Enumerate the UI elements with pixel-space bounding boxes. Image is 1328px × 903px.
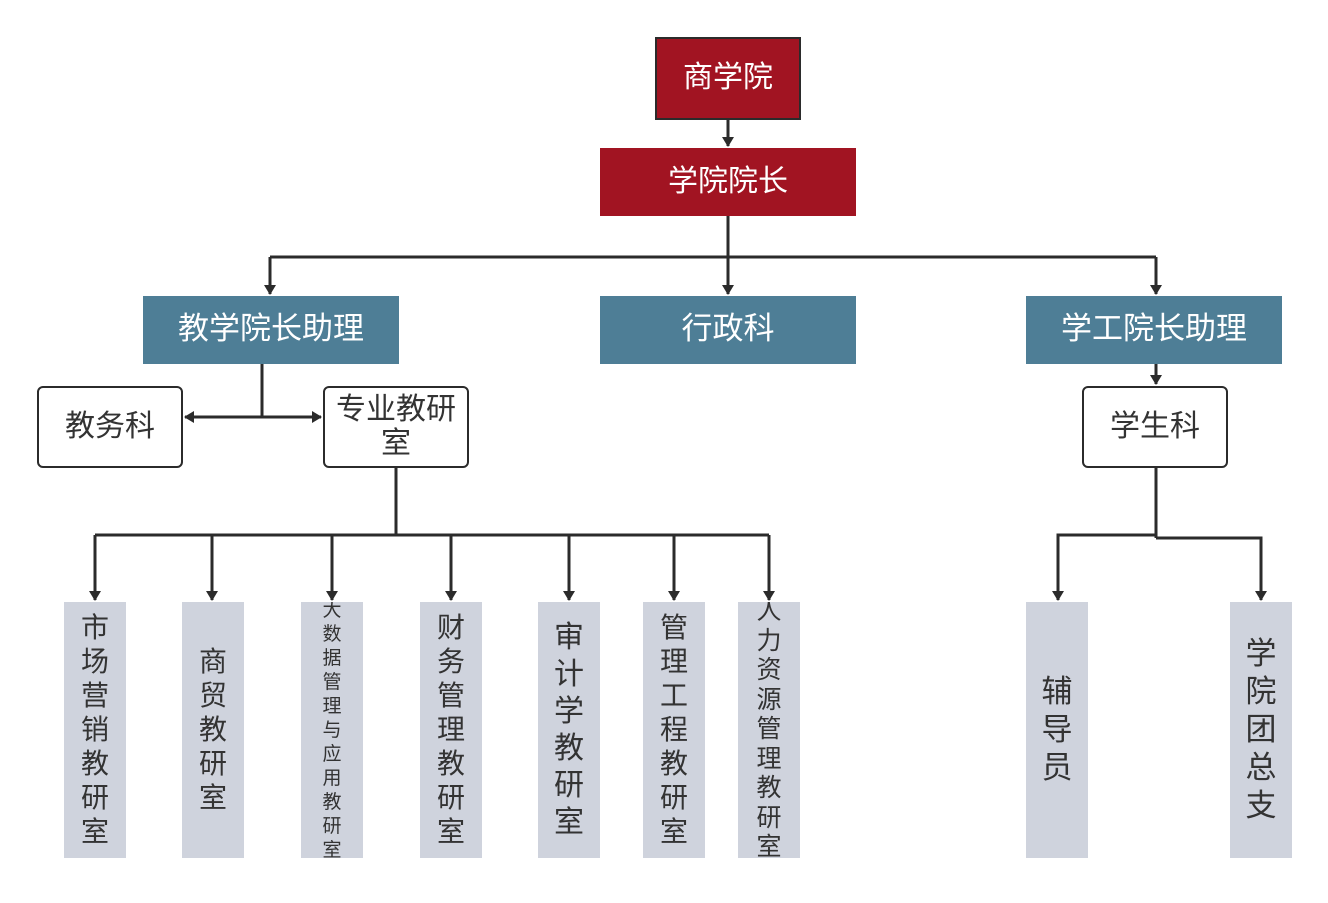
root-node: 商学院 xyxy=(655,37,801,120)
dept-human-resources: 人力资源管理教研室 xyxy=(738,602,800,858)
dept-big-data: 大数据管理与应用教研室 xyxy=(301,602,363,858)
dean-label: 学院院长 xyxy=(668,163,788,199)
assistant-teaching-label: 教学院长助理 xyxy=(178,311,364,348)
student-office-label: 学生科 xyxy=(1110,408,1200,444)
dept-marketing-label: 市场营销教研室 xyxy=(80,611,109,848)
admin-office-label: 行政科 xyxy=(681,311,775,348)
unit-youth-league: 学院团总支 xyxy=(1230,602,1292,858)
dept-audit: 审计学教研室 xyxy=(538,602,600,858)
dept-commerce: 商贸教研室 xyxy=(182,602,244,858)
root-label: 商学院 xyxy=(683,60,773,96)
dept-finance-label: 财务管理教研室 xyxy=(436,611,465,848)
dept-big-data-label: 大数据管理与应用教研室 xyxy=(322,602,342,858)
connector-to-counselor xyxy=(1052,533,1156,601)
admin-office-node: 行政科 xyxy=(600,296,856,364)
teaching-research-label: 专业教研室 xyxy=(336,391,456,461)
assistant-teaching-node: 教学院长助理 xyxy=(143,296,399,364)
assistant-student-node: 学工院长助理 xyxy=(1026,296,1282,364)
dept-human-resources-label: 人力资源管理教研室 xyxy=(756,602,782,858)
unit-counselor-label: 辅导员 xyxy=(1041,674,1073,786)
dept-management-engineering-label: 管理工程教研室 xyxy=(659,611,688,848)
dept-management-engineering: 管理工程教研室 xyxy=(643,602,705,858)
unit-counselor: 辅导员 xyxy=(1026,602,1088,858)
teaching-research-node: 专业教研室 xyxy=(323,386,469,468)
dept-marketing: 市场营销教研室 xyxy=(64,602,126,858)
student-office-node: 学生科 xyxy=(1082,386,1228,468)
assistant-student-label: 学工院长助理 xyxy=(1061,311,1247,348)
academic-affairs-node: 教务科 xyxy=(37,386,183,468)
connector-to-league xyxy=(1156,536,1267,601)
unit-youth-league-label: 学院团总支 xyxy=(1245,636,1277,824)
dept-finance: 财务管理教研室 xyxy=(420,602,482,858)
dept-commerce-label: 商贸教研室 xyxy=(198,645,227,814)
dept-audit-label: 审计学教研室 xyxy=(554,620,584,840)
academic-affairs-label: 教务科 xyxy=(65,408,155,444)
dean-node: 学院院长 xyxy=(600,148,856,216)
